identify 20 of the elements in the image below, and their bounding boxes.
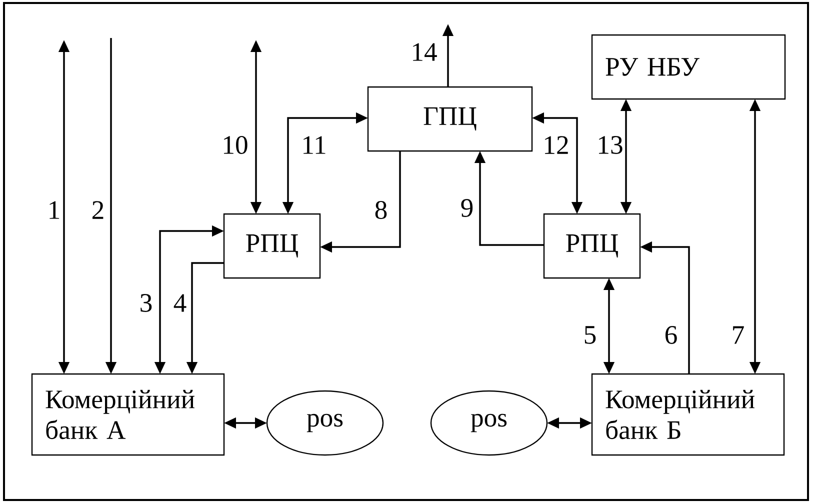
process-box: РПЦ <box>223 213 321 279</box>
edge-label: 11 <box>304 136 326 154</box>
edge-label: 14 <box>413 43 437 61</box>
edge-label: 1 <box>50 201 60 219</box>
edge-label: 8 <box>375 201 387 219</box>
edge-label: 4 <box>174 294 186 312</box>
edge-label: 3 <box>140 294 152 312</box>
edge-label: 12 <box>545 136 568 154</box>
process-box: ГПЦ <box>367 86 533 152</box>
edge-label: 2 <box>92 201 104 219</box>
edge-label: 5 <box>584 326 596 344</box>
bank-box: Комерційний банк А <box>31 373 225 456</box>
edge-label: 6 <box>666 326 677 344</box>
edge-label: 9 <box>461 199 473 217</box>
edge-label: 10 <box>224 136 248 154</box>
bank-box: Комерційний банк Б <box>591 373 785 456</box>
process-box: РУ НБУ <box>591 34 786 100</box>
edge-label: 13 <box>599 136 622 154</box>
process-box: РПЦ <box>543 213 641 279</box>
edge-label: 7 <box>733 326 744 344</box>
